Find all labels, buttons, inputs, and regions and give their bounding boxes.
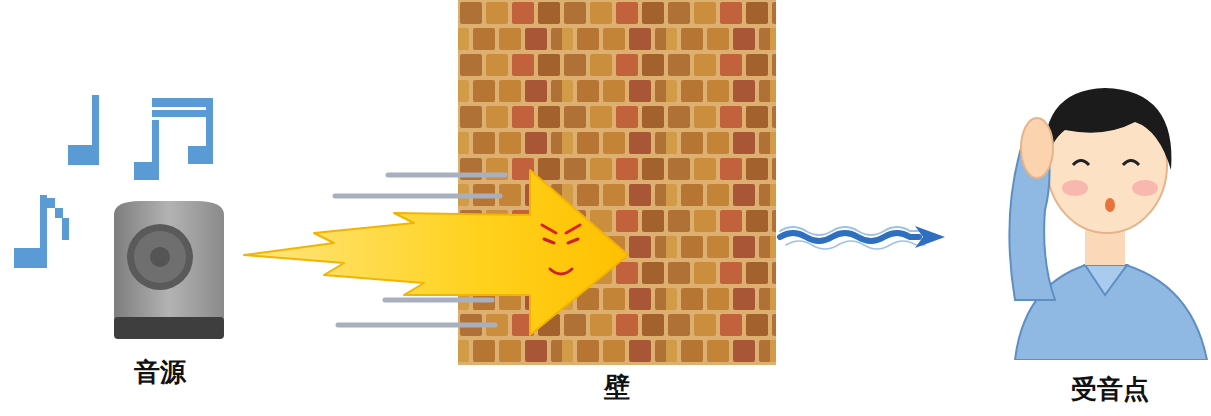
brick-wall [458,0,776,365]
node-label: 壁 [458,370,776,405]
listener-illustration [945,60,1211,360]
transmitted-sound-arrow [780,226,945,249]
node-label: 受音点 [1015,372,1205,407]
sound-source: 音源 [100,195,240,395]
wall: 壁 [458,0,776,416]
speaker-illustration [100,195,240,355]
receiving-point: 受音点 [945,60,1211,416]
node-label: 音源 [100,355,220,390]
